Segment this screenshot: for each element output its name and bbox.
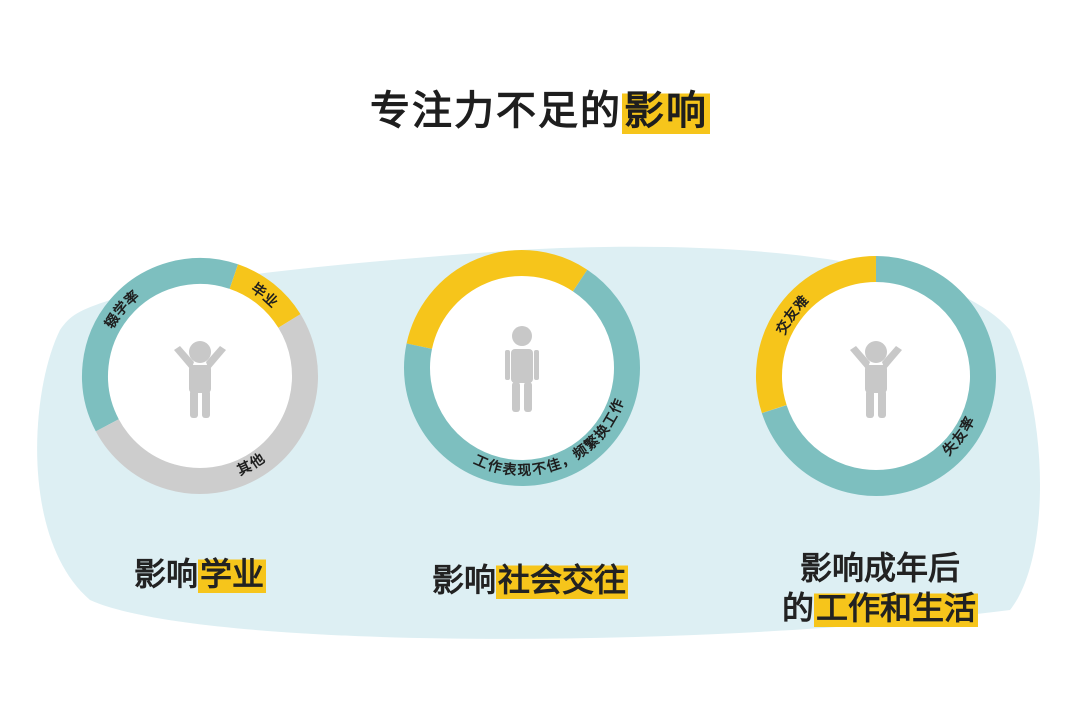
title-prefix: 专注力不足的 bbox=[370, 88, 622, 134]
figure-right-leg bbox=[524, 382, 532, 412]
caption-line-1: 影响成年后 bbox=[799, 549, 960, 587]
person-figure-icon bbox=[174, 341, 226, 418]
figure-left-leg bbox=[512, 382, 520, 412]
caption-academics: 影响学业 bbox=[105, 554, 295, 594]
figure-right-arm bbox=[206, 346, 226, 370]
figure-left-arm bbox=[505, 350, 510, 380]
figure-head bbox=[512, 326, 532, 346]
figure-right-arm bbox=[534, 350, 539, 380]
segment-label-char: ， bbox=[558, 450, 578, 471]
segment-label-char: 率 bbox=[957, 414, 979, 434]
segment-label-char: 不 bbox=[531, 460, 547, 478]
caption-prefix: 影响 bbox=[133, 555, 198, 593]
segment-label-char: 作 bbox=[607, 397, 628, 416]
figure-right-arm bbox=[882, 346, 902, 370]
person-figure-icon bbox=[505, 326, 539, 412]
figure-left-leg bbox=[866, 390, 874, 418]
segment-label-char: 现 bbox=[517, 463, 531, 479]
figure-right-leg bbox=[202, 390, 210, 418]
figure-left-arm bbox=[850, 346, 870, 370]
caption-highlight: 学业 bbox=[198, 555, 267, 593]
caption-prefix: 影响 bbox=[431, 561, 496, 599]
donut-segment-yellow bbox=[229, 264, 301, 329]
donut-segment-teal bbox=[82, 258, 238, 432]
donut-segment-yellow bbox=[406, 250, 588, 350]
donut-segment-yellow bbox=[756, 256, 877, 414]
figure-left-arm bbox=[174, 346, 194, 370]
figure-right-leg bbox=[878, 390, 886, 418]
page-title: 专注力不足的影响 bbox=[0, 78, 1080, 136]
segment-label-char: 其 bbox=[235, 459, 255, 479]
figure-body bbox=[865, 365, 887, 393]
donut-segment-gray bbox=[95, 314, 318, 494]
caption-line2-prefix: 的 bbox=[781, 589, 814, 627]
segment-label-char: 佳 bbox=[544, 455, 563, 475]
figure-body bbox=[189, 365, 211, 393]
caption-line-2: 的工作和生活 bbox=[760, 588, 1000, 628]
title-highlight: 影响 bbox=[622, 88, 710, 134]
segment-label-char: 表 bbox=[501, 460, 519, 479]
segment-label-char: 工 bbox=[471, 452, 490, 472]
figure-head bbox=[189, 341, 211, 363]
person-figure-icon bbox=[850, 341, 902, 418]
caption-social: 影响社会交往 bbox=[405, 560, 655, 600]
caption-adult-life: 影响成年后 的工作和生活 bbox=[760, 548, 1000, 628]
donut-segment-teal bbox=[761, 256, 996, 496]
figure-left-leg bbox=[190, 390, 198, 418]
caption-highlight: 社会交往 bbox=[496, 561, 629, 599]
segment-label-char: 作 bbox=[486, 457, 504, 477]
figure-head bbox=[865, 341, 887, 363]
segment-label-char: 工 bbox=[601, 410, 622, 430]
segment-label-char: 交 bbox=[773, 317, 795, 337]
caption-highlight: 工作和生活 bbox=[814, 589, 979, 627]
figure-body bbox=[511, 349, 533, 383]
donut-segment-teal bbox=[404, 269, 640, 486]
